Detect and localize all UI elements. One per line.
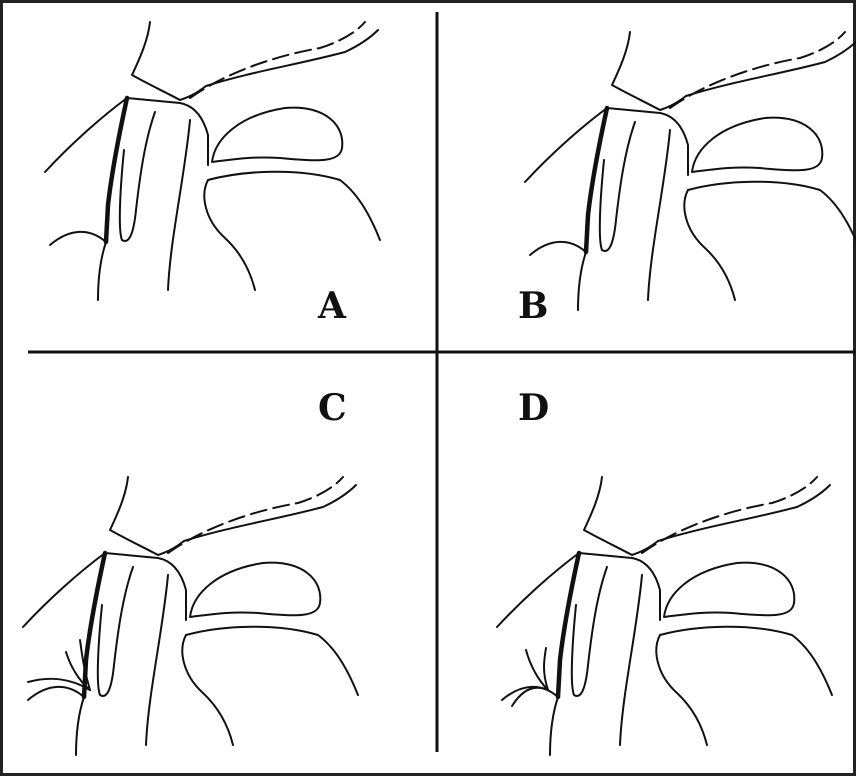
panel-a-label: A — [317, 285, 347, 327]
panel-b-drawing — [525, 32, 856, 310]
panel-c: C — [23, 387, 358, 755]
panel-d: D — [497, 387, 832, 755]
panel-c-label: C — [318, 387, 347, 429]
panel-c-drawing — [23, 477, 358, 755]
panel-d-label: D — [518, 387, 549, 429]
panel-a: A — [45, 22, 380, 327]
panel-b-label: B — [518, 285, 548, 327]
panel-d-drawing — [497, 477, 832, 755]
panel-a-drawing — [45, 22, 380, 300]
panel-b: B — [518, 32, 856, 327]
